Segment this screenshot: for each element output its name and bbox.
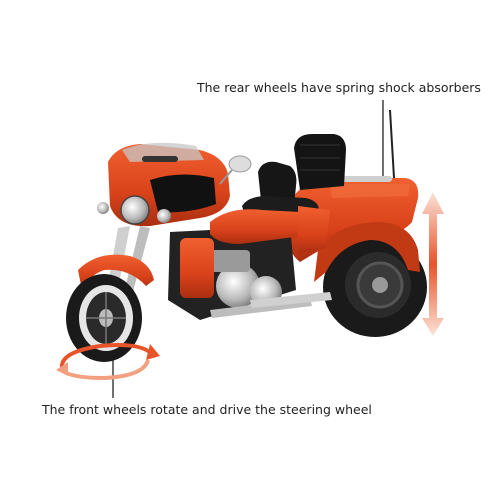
- vertical-double-arrow-icon: [422, 192, 444, 336]
- rear-annotation: The rear wheels have spring shock absorb…: [197, 80, 481, 95]
- mirror: [219, 155, 252, 185]
- side-panel: [298, 206, 330, 254]
- front-fairing: [97, 142, 230, 227]
- rotation-arrow-icon: [56, 343, 160, 381]
- front-wheel: [66, 274, 142, 362]
- front-annotation: The front wheels rotate and drive the st…: [42, 402, 372, 417]
- front-fender: [78, 254, 154, 290]
- tank: [210, 209, 302, 244]
- rear-wheel: [323, 237, 427, 337]
- antenna: [389, 109, 395, 179]
- engine: [168, 226, 332, 320]
